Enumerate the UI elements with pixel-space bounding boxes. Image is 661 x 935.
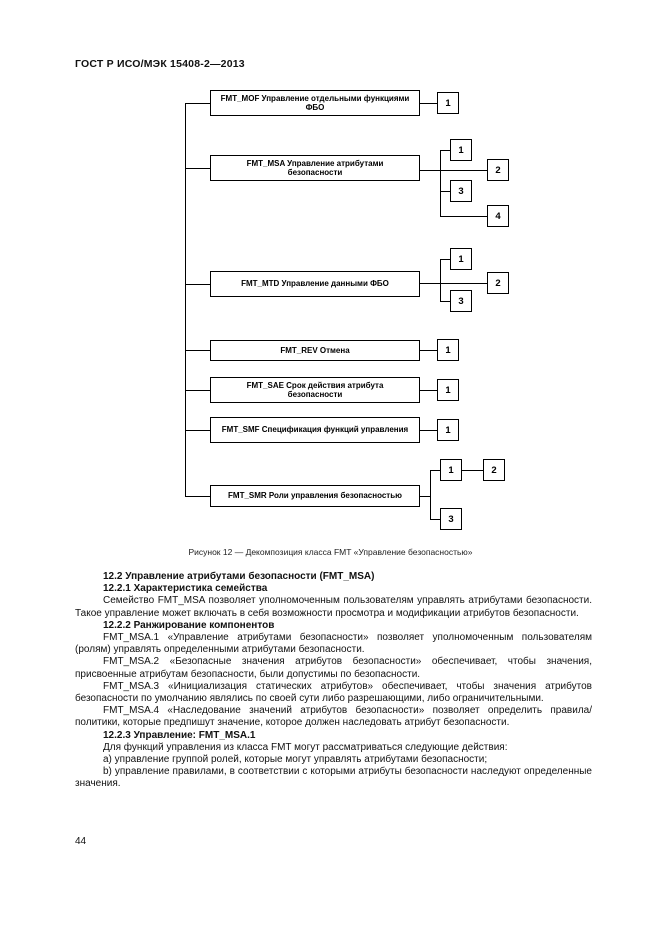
family-box-fmt-mtd: FMT_MTD Управление данными ФБО xyxy=(210,271,420,297)
connector-line xyxy=(430,470,440,471)
paragraph: FMT_MSA.4 «Наследование значений атрибут… xyxy=(75,705,592,729)
family-label: FMT_SMF Спецификация функций управления xyxy=(221,425,409,435)
connector-line xyxy=(440,216,487,217)
connector-line xyxy=(420,496,430,497)
paragraph: FMT_MSA.2 «Безопасные значения атрибутов… xyxy=(75,656,592,680)
connector-line xyxy=(420,390,437,391)
family-label: FMT_MTD Управление данными ФБО xyxy=(241,279,389,289)
connector-line xyxy=(420,350,437,351)
family-box-fmt-msa: FMT_MSA Управление атрибутами безопаснос… xyxy=(210,155,420,181)
section-heading-12-2-1: 12.2.1 Характеристика семейства xyxy=(103,583,268,595)
family-box-fmt-sae: FMT_SAE Срок действия атрибута безопасно… xyxy=(210,377,420,403)
connector-line xyxy=(440,259,441,301)
connector-line xyxy=(440,150,450,151)
connector-line xyxy=(185,168,210,169)
connector-line xyxy=(185,430,210,431)
connector-line xyxy=(440,150,441,216)
family-box-fmt-rev: FMT_REV Отмена xyxy=(210,340,420,361)
connector-line xyxy=(420,430,437,431)
paragraph: Для функций управления из класса FMT мог… xyxy=(103,741,508,753)
component-box-fmt-msa-4: 4 xyxy=(487,205,509,227)
section-heading-12-2: 12.2 Управление атрибутами безопасности … xyxy=(103,571,375,582)
list-item-b: b) управление правилами, в соответствии … xyxy=(75,766,592,790)
component-box-fmt-sae-1: 1 xyxy=(437,379,459,401)
section-heading-12-2-2: 12.2.2 Ранжирование компонентов xyxy=(103,619,275,631)
component-box-fmt-smr-1: 1 xyxy=(440,459,462,481)
component-box-fmt-mtd-3: 3 xyxy=(450,290,472,312)
connector-line xyxy=(420,170,487,171)
family-label: FMT_SMR Роли управления безопасностью xyxy=(228,491,402,501)
connector-line xyxy=(420,103,437,104)
page-number: 44 xyxy=(75,836,87,847)
paragraph: FMT_MSA.1 «Управление атрибутами безопас… xyxy=(75,632,592,656)
connector-line xyxy=(430,519,440,520)
family-box-fmt-smf: FMT_SMF Спецификация функций управления xyxy=(210,417,420,443)
component-box-fmt-smr-2: 2 xyxy=(483,459,505,481)
connector-line xyxy=(185,496,210,497)
family-label: FMT_SAE Срок действия атрибута безопасно… xyxy=(246,380,384,400)
connector-line xyxy=(440,259,450,260)
component-box-fmt-msa-3: 3 xyxy=(450,180,472,202)
component-box-fmt-mof-1: 1 xyxy=(437,92,459,114)
paragraph: FMT_MSA.3 «Инициализация статических атр… xyxy=(75,680,592,705)
family-label: FMT_REV Отмена xyxy=(280,345,350,355)
figure-caption: Рисунок 12 — Декомпозиция класса FMT «Уп… xyxy=(188,547,473,557)
connector-line xyxy=(185,103,210,104)
connector-line xyxy=(185,284,210,285)
connector-line xyxy=(440,301,450,302)
list-item-a: a) управление группой ролей, которые мог… xyxy=(103,754,488,766)
connector-line xyxy=(462,470,483,471)
component-box-fmt-rev-1: 1 xyxy=(437,339,459,361)
body-text: 12.2 Управление атрибутами безопасности … xyxy=(75,571,592,791)
family-box-fmt-smr: FMT_SMR Роли управления безопасностью xyxy=(210,485,420,507)
connector-line xyxy=(420,283,487,284)
connector-line xyxy=(185,350,210,351)
component-box-fmt-msa-2: 2 xyxy=(487,159,509,181)
family-label: FMT_MOF Управление отдельными функциями … xyxy=(220,93,410,113)
document-title: ГОСТ Р ИСО/МЭК 15408-2—2013 xyxy=(75,58,245,70)
connector-line xyxy=(185,103,186,497)
component-box-fmt-msa-1: 1 xyxy=(450,139,472,161)
connector-line xyxy=(430,470,431,519)
paragraph: Семейство FMT_MSA позволяет уполномоченн… xyxy=(75,595,592,619)
component-box-fmt-mtd-2: 2 xyxy=(487,272,509,294)
component-box-fmt-smf-1: 1 xyxy=(437,419,459,441)
connector-line xyxy=(185,390,210,391)
connector-line xyxy=(440,191,450,192)
family-box-fmt-mof: FMT_MOF Управление отдельными функциями … xyxy=(210,90,420,116)
component-box-fmt-mtd-1: 1 xyxy=(450,248,472,270)
section-heading-12-2-3: 12.2.3 Управление: FMT_MSA.1 xyxy=(103,729,256,741)
component-box-fmt-smr-3: 3 xyxy=(440,508,462,530)
family-label: FMT_MSA Управление атрибутами безопаснос… xyxy=(246,158,384,178)
